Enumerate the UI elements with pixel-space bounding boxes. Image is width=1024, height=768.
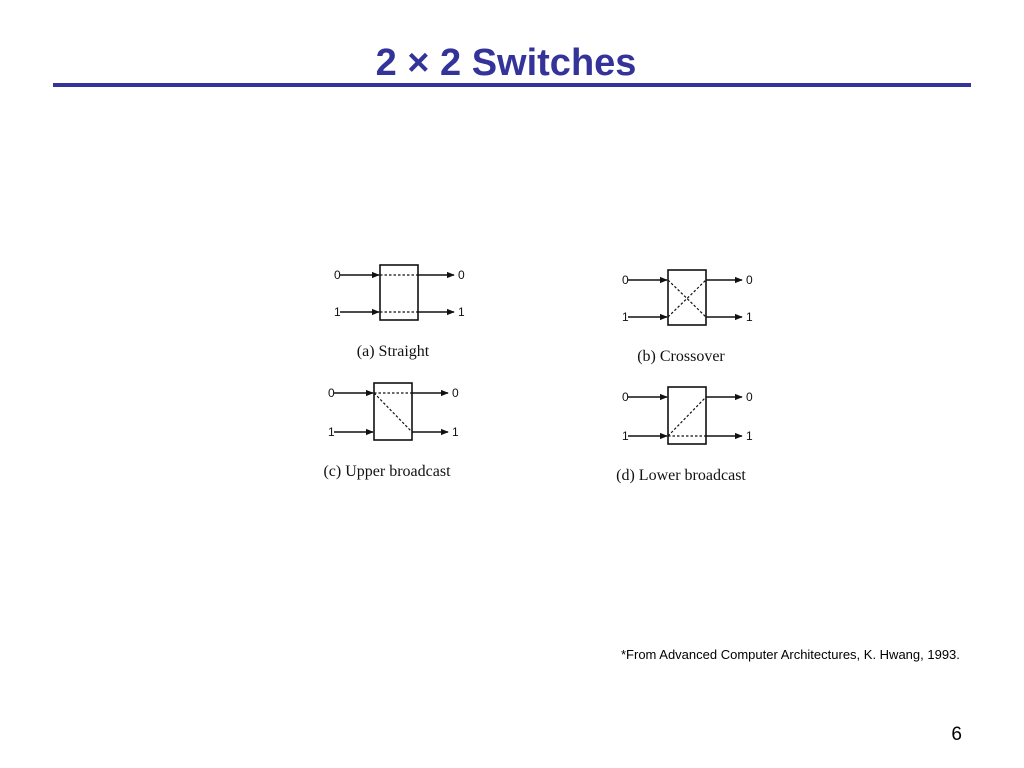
output-label-1: 1	[746, 310, 753, 324]
input-label-0: 0	[622, 273, 629, 287]
switch-straight: 0 1 0 1 (a) Straight	[334, 264, 465, 360]
input-label-0: 0	[622, 390, 629, 404]
output-label-0: 0	[458, 268, 465, 282]
source-footnote: *From Advanced Computer Architectures, K…	[621, 647, 960, 662]
internal-connection-0	[667, 396, 707, 437]
input-label-1: 1	[328, 425, 335, 439]
output-label-0: 0	[452, 386, 459, 400]
slide-title: 2 × 2 Switches	[375, 42, 637, 84]
switch-caption: (a) Straight	[357, 343, 430, 360]
output-label-0: 0	[746, 273, 753, 287]
output-label-0: 0	[746, 390, 753, 404]
input-label-0: 0	[334, 268, 341, 282]
switch-caption: (b) Crossover	[637, 348, 725, 365]
internal-connection-1	[373, 392, 413, 433]
input-label-0: 0	[328, 386, 335, 400]
switch-box	[379, 264, 419, 321]
switch-crossover: 0 1 0 1 (b) Crossover	[622, 269, 753, 365]
input-label-1: 1	[622, 429, 629, 443]
switch-caption: (d) Lower broadcast	[616, 467, 746, 484]
title-rule	[53, 83, 971, 87]
output-label-1: 1	[458, 305, 465, 319]
input-label-1: 1	[334, 305, 341, 319]
page-number: 6	[951, 724, 962, 745]
switch-lower-broadcast: 0 1 0 1 (d) Lower broadcast	[616, 386, 753, 484]
switch-box	[373, 382, 413, 441]
switch-box	[667, 386, 707, 445]
input-label-1: 1	[622, 310, 629, 324]
switch-upper-broadcast: 0 1 0 1 (c) Upper broadcast	[323, 382, 459, 480]
output-label-1: 1	[452, 425, 459, 439]
switch-caption: (c) Upper broadcast	[323, 463, 451, 480]
switch-box	[667, 269, 707, 326]
output-label-1: 1	[746, 429, 753, 443]
